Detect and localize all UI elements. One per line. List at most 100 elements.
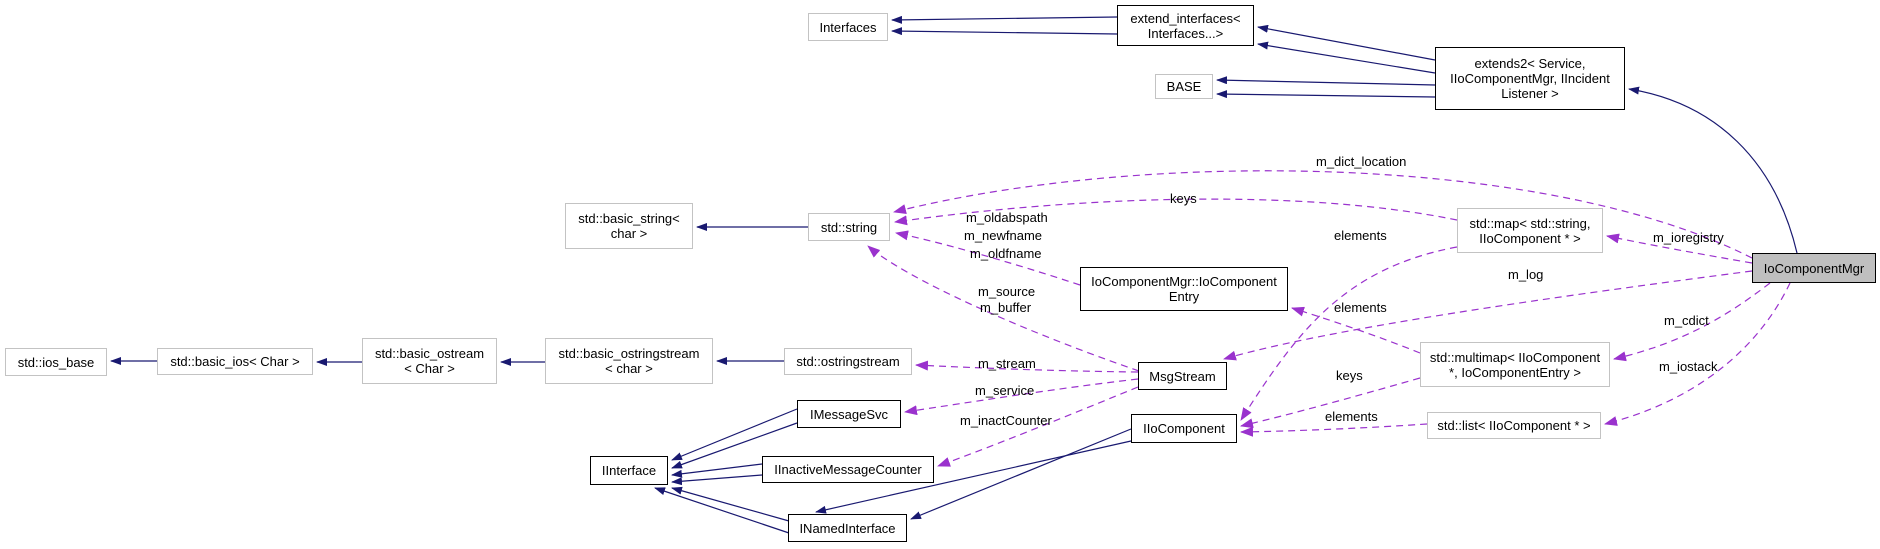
edge-label: keys bbox=[1336, 368, 1363, 383]
node-label-line: std::map< std::string, bbox=[1469, 215, 1591, 231]
edge-label: m_buffer bbox=[980, 300, 1032, 315]
node-label-line: IIoComponent * > bbox=[1479, 230, 1581, 246]
node-iiocomponent[interactable]: IIoComponent bbox=[1131, 414, 1237, 443]
node-iocomponentmgr[interactable]: IoComponentMgr bbox=[1752, 253, 1876, 283]
edge-label: m_oldabspath bbox=[966, 210, 1048, 225]
edge-label: m_service bbox=[975, 383, 1035, 398]
edge-extends2-base bbox=[1216, 90, 1436, 99]
edge-label: m_stream bbox=[978, 356, 1036, 371]
edge-mgr-list-miostack bbox=[1604, 282, 1791, 426]
edge-entry-string-names bbox=[895, 230, 1081, 286]
edge-label: keys bbox=[1170, 191, 1197, 206]
node-msgstream[interactable]: MsgStream bbox=[1138, 362, 1227, 390]
node-label-line: char > bbox=[610, 226, 648, 241]
node-std-basic-ios[interactable]: std::basic_ios< Char > bbox=[157, 348, 313, 375]
edge-extends2-base bbox=[1216, 76, 1436, 86]
edge-imessagesvc-iinterface bbox=[671, 408, 798, 461]
edge-label: m_source bbox=[978, 284, 1036, 299]
node-label-line: std::basic_string< bbox=[578, 211, 680, 226]
edge-label: m_newfname bbox=[964, 228, 1043, 243]
node-label-line: IoComponentMgr bbox=[1763, 260, 1865, 276]
node-label-line: BASE bbox=[1166, 79, 1202, 94]
edge-mgr-msgstream-mlog bbox=[1223, 270, 1753, 361]
node-label-line: IMessageSvc bbox=[809, 406, 889, 422]
node-interfaces[interactable]: Interfaces bbox=[808, 13, 888, 41]
edge-label: elements bbox=[1334, 228, 1387, 243]
node-std-basic-string[interactable]: std::basic_string<char > bbox=[565, 203, 693, 249]
node-label-line: std::basic_ostream bbox=[374, 346, 485, 361]
node-label-line: Interfaces bbox=[819, 19, 877, 35]
edge-multimap-entry-elements bbox=[1291, 306, 1421, 354]
node-label-line: std::ios_base bbox=[17, 354, 95, 370]
node-std-ostringstream[interactable]: std::ostringstream bbox=[784, 348, 912, 375]
node-label-line: std::basic_ios< Char > bbox=[170, 354, 300, 369]
node-std-basic-ostringstream[interactable]: std::basic_ostringstream< char > bbox=[545, 338, 713, 384]
node-inamedinterface[interactable]: INamedInterface bbox=[788, 514, 907, 542]
node-std-list[interactable]: std::list< IIoComponent * > bbox=[1427, 412, 1601, 439]
node-label-line: std::list< IIoComponent * > bbox=[1437, 418, 1591, 433]
node-base[interactable]: BASE bbox=[1155, 74, 1213, 99]
edge-iinactive-iinterface bbox=[671, 474, 763, 486]
edge-msgstream-iinactive-minactcounter bbox=[937, 386, 1139, 467]
edge-extendinterfaces-interfaces bbox=[891, 27, 1118, 36]
node-label-line: IInterface bbox=[601, 463, 657, 478]
edge-iiocomponent-inamed bbox=[815, 440, 1132, 514]
node-std-basic-ostream[interactable]: std::basic_ostream< Char > bbox=[362, 338, 497, 384]
node-iinactivemessagecounter[interactable]: IInactiveMessageCounter bbox=[762, 456, 934, 483]
edge-iiocomponent-inamed bbox=[910, 428, 1132, 520]
node-label-line: Entry bbox=[1168, 289, 1200, 304]
node-label-line: std::string bbox=[820, 219, 878, 235]
node-std-multimap[interactable]: std::multimap< IIoComponent*, IoComponen… bbox=[1420, 342, 1610, 387]
node-label-line: IIoComponent bbox=[1143, 421, 1225, 436]
edge-inamed-iinterface bbox=[654, 487, 790, 534]
edge-map-string-keys bbox=[894, 198, 1458, 226]
node-iinterface[interactable]: IInterface bbox=[590, 456, 668, 485]
edge-msgstream-string-sourcebuffer bbox=[867, 245, 1140, 372]
node-label-line: < char > bbox=[605, 361, 653, 376]
edge-mgr-string-mdictlocation bbox=[893, 170, 1753, 259]
node-extends2[interactable]: extends2< Service,IIoComponentMgr, IInci… bbox=[1435, 47, 1625, 110]
edge-extendinterfaces-interfaces bbox=[891, 15, 1118, 24]
edge-msgstream-ostringstream-mstream bbox=[915, 360, 1139, 373]
edge-label: m_cdict bbox=[1664, 313, 1709, 328]
node-extend-interfaces[interactable]: extend_interfaces<Interfaces...> bbox=[1117, 5, 1254, 46]
edge-mgr-map-mioregistry bbox=[1606, 233, 1753, 264]
node-label-line: IInactiveMessageCounter bbox=[774, 462, 922, 477]
node-imessagesvc[interactable]: IMessageSvc bbox=[797, 400, 901, 428]
edge-extends2-extendinterfaces bbox=[1257, 41, 1436, 74]
node-std-ios-base[interactable]: std::ios_base bbox=[5, 348, 107, 376]
node-label-line: extends2< Service, bbox=[1474, 56, 1586, 71]
edge-label: m_ioregistry bbox=[1653, 230, 1724, 245]
node-label-line: MsgStream bbox=[1149, 368, 1216, 384]
edge-mgr-extends2 bbox=[1628, 86, 1798, 254]
node-label-line: Interfaces...> bbox=[1147, 25, 1224, 41]
node-label-line: std::multimap< IIoComponent bbox=[1429, 349, 1601, 365]
edge-inamed-iinterface bbox=[671, 486, 790, 522]
edge-multimap-iiocomponent-keys bbox=[1240, 377, 1421, 429]
node-label-line: Listener > bbox=[1501, 86, 1559, 101]
edge-label: m_inactCounter bbox=[960, 413, 1052, 428]
edge-label: m_dict_location bbox=[1316, 154, 1407, 169]
edge-label: m_iostack bbox=[1659, 359, 1718, 374]
node-std-map[interactable]: std::map< std::string,IIoComponent * > bbox=[1457, 208, 1603, 253]
node-label-line: INamedInterface bbox=[799, 520, 896, 536]
node-std-string[interactable]: std::string bbox=[808, 213, 890, 241]
node-label-line: IIoComponentMgr, IIncident bbox=[1450, 71, 1610, 86]
node-label-line: std::basic_ostringstream bbox=[558, 346, 700, 361]
edge-label: elements bbox=[1325, 409, 1378, 424]
edge-map-iiocomponent-elements bbox=[1240, 246, 1458, 421]
edge-extends2-extendinterfaces bbox=[1257, 24, 1436, 61]
edge-imessagesvc-iinterface bbox=[671, 422, 798, 469]
edge-msgstream-imessagesvc-mservice bbox=[904, 378, 1139, 416]
edge-iinactive-iinterface bbox=[671, 463, 763, 478]
edge-label: m_oldfname bbox=[970, 246, 1042, 261]
node-label-line: IoComponentMgr::IoComponent bbox=[1091, 274, 1277, 289]
edge-label: elements bbox=[1334, 300, 1387, 315]
node-label-line: *, IoComponentEntry > bbox=[1449, 364, 1581, 380]
edge-label: m_log bbox=[1508, 267, 1544, 282]
edge-list-iiocomponent-elements bbox=[1240, 423, 1428, 437]
edge-mgr-multimap-mcdict bbox=[1613, 282, 1771, 362]
